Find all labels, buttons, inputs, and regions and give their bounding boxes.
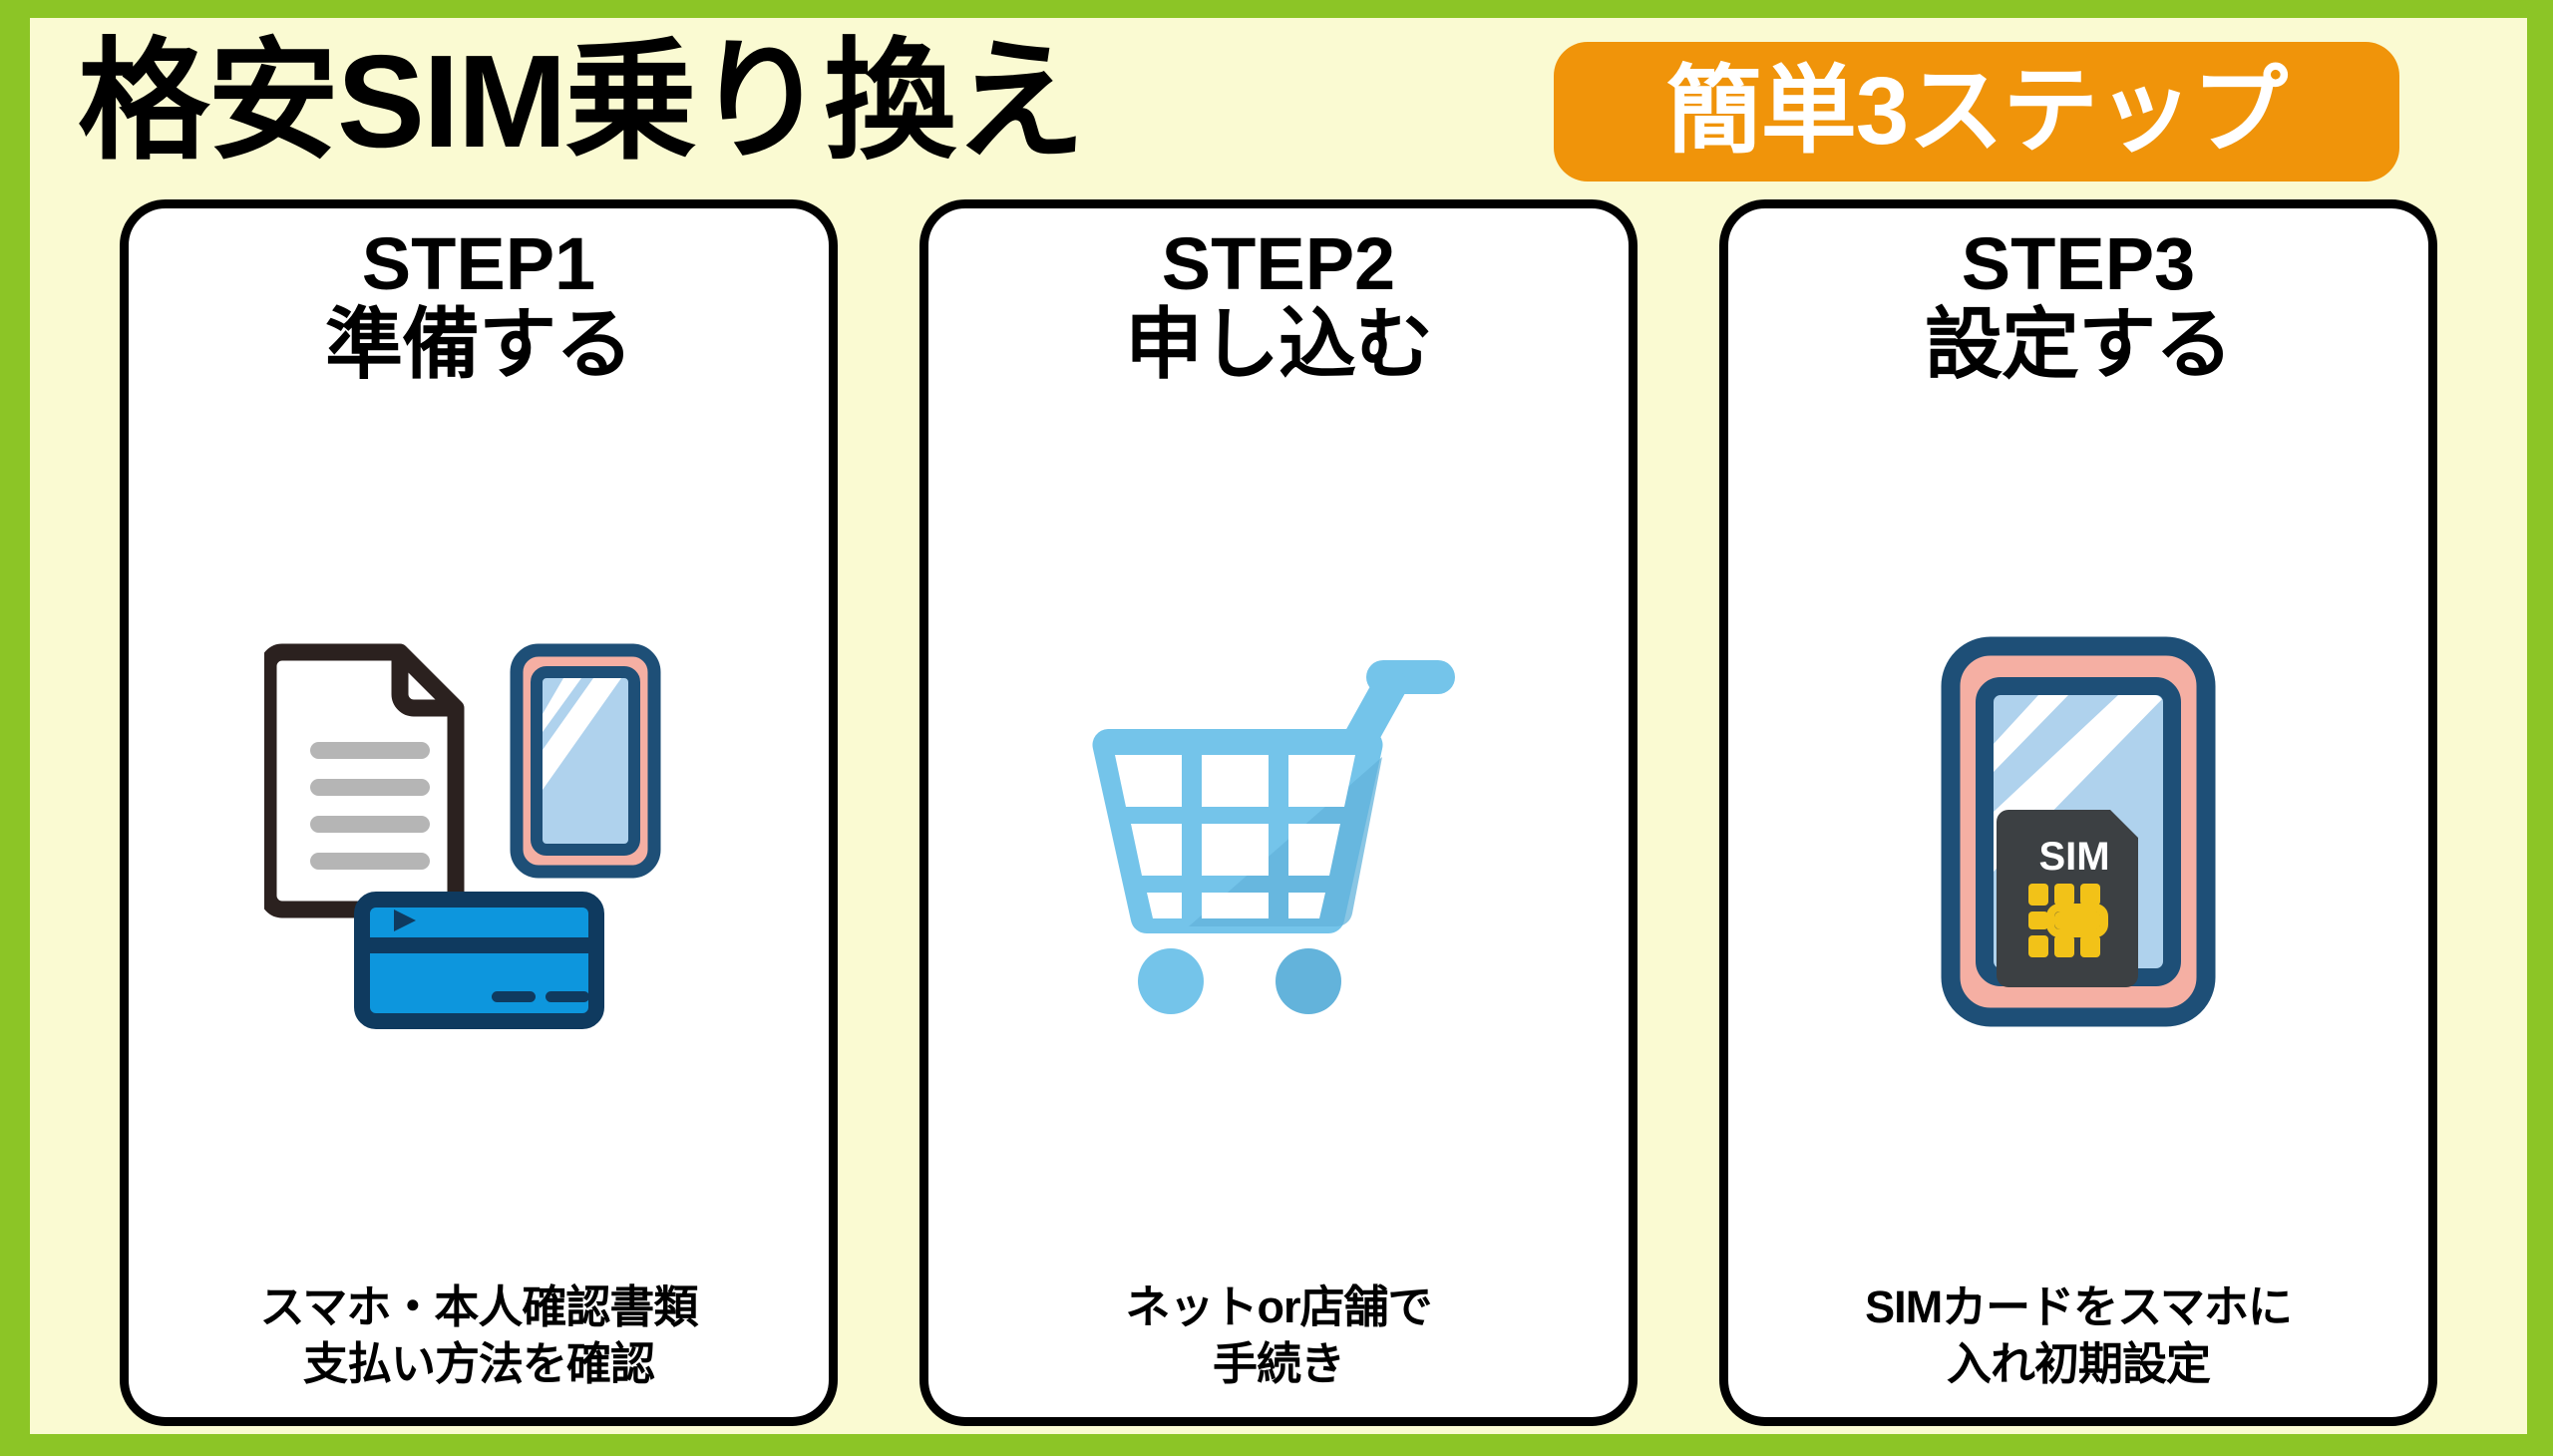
step-caption-3: SIMカードをスマホに 入れ初期設定: [1865, 1278, 2293, 1407]
header: 格安SIM乗り換え 簡単3ステップ: [30, 18, 2527, 193]
steps-row: STEP1 準備する: [30, 199, 2527, 1426]
step-action-2: 申し込む: [1124, 300, 1433, 389]
step-caption-3-line2: 入れ初期設定: [1946, 1338, 2211, 1390]
step-caption-1-line1: スマホ・本人確認書類: [259, 1280, 699, 1332]
document-icon: [264, 643, 465, 918]
documents-phone-card-illustration: [264, 643, 661, 1030]
poster-canvas: 格安SIM乗り換え 簡単3ステップ STEP1 準備する: [30, 18, 2527, 1434]
step-label-2: STEP2: [1161, 222, 1396, 305]
step-card-3[interactable]: STEP3 設定する: [1719, 199, 2437, 1426]
status-badge: 簡単3ステップ: [1554, 42, 2399, 182]
step-caption-2-line1: ネットor店舗で: [1125, 1280, 1432, 1332]
phone-with-sim-illustration: SIM: [1941, 636, 2216, 1027]
page-title: 格安SIM乗り換え: [78, 28, 1086, 175]
credit-card-icon: [354, 892, 604, 1030]
badge-label: 簡単3ステップ: [1665, 58, 2288, 165]
step-caption-1-line2: 支払い方法を確認: [302, 1338, 655, 1390]
step-label-1: STEP1: [361, 222, 596, 305]
smartphone-icon: [510, 643, 661, 879]
step-art-1: [139, 386, 819, 1278]
step-card-1[interactable]: STEP1 準備する: [120, 199, 838, 1426]
step-action-3: 設定する: [1924, 300, 2233, 389]
sim-card-label: SIM: [2038, 835, 2109, 879]
step-caption-2: ネットor店舗で 手続き: [1125, 1278, 1432, 1407]
step-label-3: STEP3: [1961, 222, 2196, 305]
shopping-cart-icon: [1092, 660, 1455, 1015]
step-caption-3-line1: SIMカードをスマホに: [1865, 1280, 2293, 1332]
step-art-2: [938, 386, 1619, 1278]
step-caption-2-line2: 手続き: [1212, 1338, 1345, 1390]
step-art-3: SIM: [1738, 386, 2418, 1278]
sim-card-icon: SIM: [1997, 810, 2138, 988]
sim-chip: [2028, 884, 2108, 958]
step-card-2[interactable]: STEP2 申し込む: [919, 199, 1638, 1426]
step-caption-1: スマホ・本人確認書類 支払い方法を確認: [259, 1278, 699, 1407]
step-action-1: 準備する: [324, 300, 633, 389]
